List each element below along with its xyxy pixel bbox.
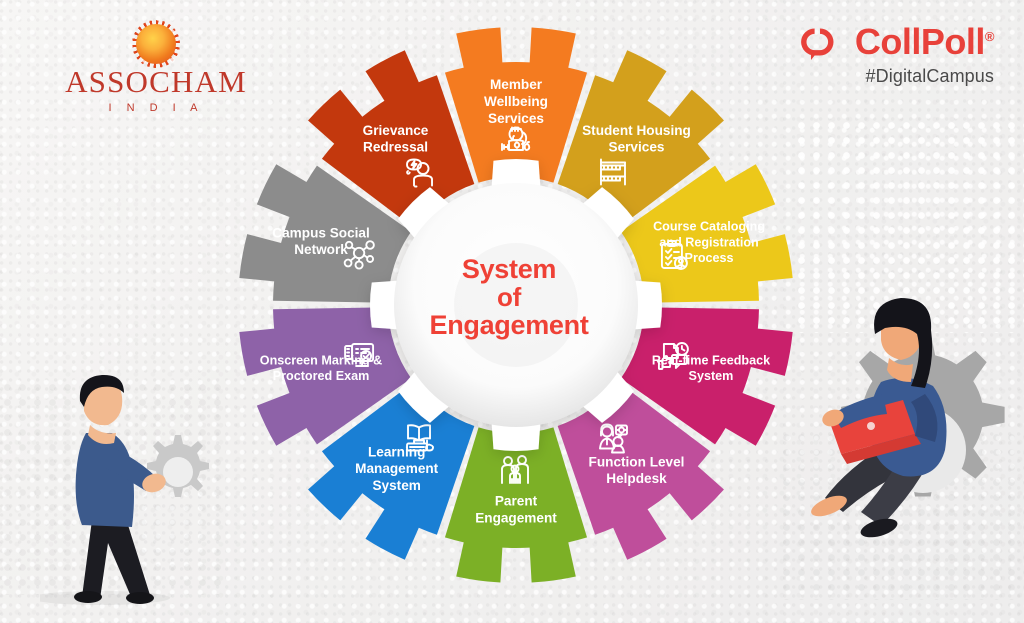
hub-gear-tooth <box>398 187 452 241</box>
assocham-logo-name: ASSOCHAM <box>65 64 247 99</box>
segment-shape <box>557 382 724 560</box>
segment-shape <box>239 307 412 446</box>
segment-shape <box>308 382 475 560</box>
assocham-logo: ASSOCHAM I N D I A <box>46 20 266 114</box>
collpoll-speech-bubble-icon <box>801 28 834 60</box>
network-nodes-icon <box>343 240 375 270</box>
hub-gear-tooth <box>491 158 541 190</box>
family-parents-child-icon <box>501 455 529 484</box>
segment-shape <box>557 50 724 228</box>
segment-shape <box>620 307 793 446</box>
clipboard-checklist-user-icon <box>660 240 688 270</box>
registered-mark: ® <box>984 29 995 44</box>
collpoll-logo-name: CollPoll® <box>854 21 995 62</box>
center-hub <box>370 158 662 451</box>
hub-gear-tooth <box>398 369 452 423</box>
monitor-checklist-tick-icon <box>344 343 375 367</box>
collpoll-logo: CollPoll® #DigitalCampus <box>793 21 995 87</box>
open-book-computer-icon <box>406 424 434 452</box>
hub-gear-tooth <box>631 280 662 330</box>
document-clock-thumbsup-chat-icon <box>657 342 689 370</box>
sun-burst-icon <box>132 20 180 68</box>
woman-with-laptop-illustration <box>811 298 1005 538</box>
bunk-bed-icon <box>600 158 626 186</box>
segment-shape <box>444 427 588 583</box>
man-holding-gear-illustration <box>40 374 209 605</box>
segment-shape <box>444 27 588 183</box>
wheel-segment-onscreen-marking-and-proctored-exam[interactable]: Onscreen Marking &Proctored Exam <box>239 307 412 446</box>
hub-gear-tooth <box>491 420 541 451</box>
hub-gear-tooth <box>580 369 634 423</box>
headset-agents-icon <box>599 423 628 454</box>
collpoll-tagline: #DigitalCampus <box>865 66 994 86</box>
person-lightning-thought-bubble-icon <box>406 158 433 188</box>
wellness-person-dumbbell-heart-apple-icon <box>501 126 531 151</box>
segment-shape <box>239 164 412 303</box>
hub-gear-tooth <box>370 280 401 330</box>
assocham-logo-subtitle: I N D I A <box>108 102 204 114</box>
segment-label: Onscreen Marking &Proctored Exam <box>260 353 382 383</box>
hub-gear-tooth <box>580 187 634 241</box>
